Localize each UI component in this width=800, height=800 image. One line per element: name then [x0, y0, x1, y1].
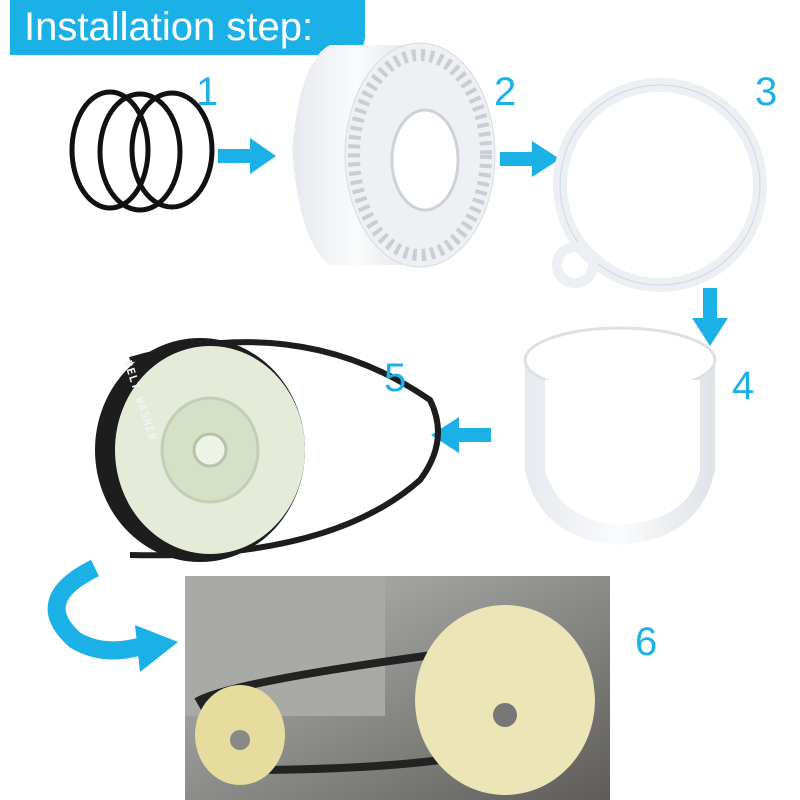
arrow-right-icon — [218, 138, 276, 174]
cam-ring-image — [523, 326, 717, 545]
arrow-down-icon — [692, 288, 728, 346]
pulley-belt-image: BELT WASHER — [95, 338, 441, 562]
step-number-5: 5 — [384, 356, 407, 400]
step-number-2: 2 — [494, 70, 517, 114]
clamp-ring-image — [552, 78, 767, 292]
curved-arrow-icon — [47, 559, 178, 672]
arrow-left-icon — [431, 417, 491, 453]
o-rings-image — [69, 89, 215, 213]
title-banner: Installation step: — [10, 0, 365, 55]
arrow-right-icon — [500, 141, 560, 177]
step-number-1: 1 — [196, 70, 219, 114]
drive-gear-image — [292, 42, 496, 268]
step-number-6: 6 — [635, 620, 658, 664]
step-number-4: 4 — [732, 364, 755, 408]
step-number-3: 3 — [755, 70, 778, 114]
installed-assembly-photo — [185, 576, 610, 800]
